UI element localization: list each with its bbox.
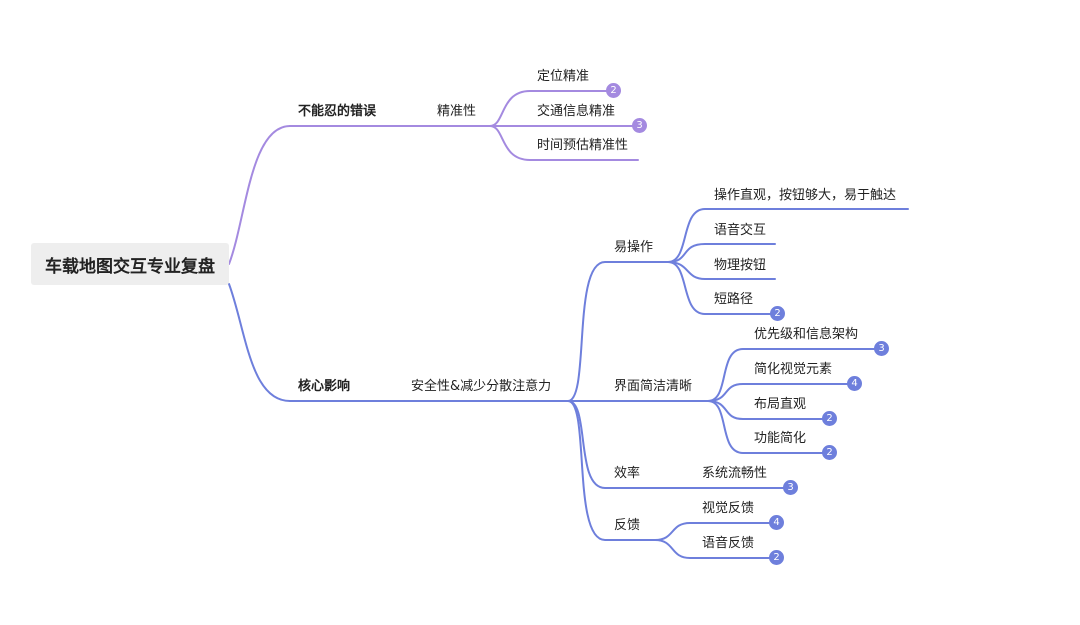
link-precision-item3 (489, 125, 639, 161)
leaf-system-smoothness[interactable]: 系统流畅性 (702, 466, 768, 481)
leaf-short-path[interactable]: 短路径 (714, 292, 754, 307)
leaf-physical-buttons[interactable]: 物理按钮 (714, 258, 767, 273)
link-g1-i1 (667, 208, 909, 263)
subnode-precision[interactable]: 精准性 (437, 104, 477, 119)
count-badge[interactable]: 2 (769, 550, 784, 565)
leaf-traffic-info-precision[interactable]: 交通信息精准 (537, 104, 616, 119)
leaf-voice-interaction[interactable]: 语音交互 (714, 223, 767, 238)
group-easy-operation[interactable]: 易操作 (614, 240, 654, 255)
count-badge[interactable]: 2 (822, 411, 837, 426)
count-badge[interactable]: 2 (770, 306, 785, 321)
branch-node-unacceptable-errors[interactable]: 不能忍的错误 (298, 104, 377, 119)
count-badge[interactable]: 3 (874, 341, 889, 356)
count-badge[interactable]: 3 (783, 480, 798, 495)
branch-node-core-impact[interactable]: 核心影响 (298, 379, 351, 394)
leaf-voice-feedback[interactable]: 语音反馈 (702, 536, 755, 551)
group-clean-interface[interactable]: 界面简洁清晰 (614, 379, 693, 394)
link-root-branch2 (228, 283, 291, 402)
leaf-time-estimate-precision[interactable]: 时间预估精准性 (537, 138, 629, 153)
link-g2-i1 (707, 348, 881, 402)
leaf-simplify-visuals[interactable]: 简化视觉元素 (754, 362, 833, 377)
leaf-visual-feedback[interactable]: 视觉反馈 (702, 501, 755, 516)
leaf-intuitive-layout[interactable]: 布局直观 (754, 397, 807, 412)
count-badge[interactable]: 2 (606, 83, 621, 98)
leaf-intuitive-operation[interactable]: 操作直观，按钮够大，易于触达 (714, 188, 897, 203)
count-badge[interactable]: 4 (847, 376, 862, 391)
link-g4-i1 (654, 522, 777, 541)
link-safety-g1 (567, 261, 669, 402)
link-g2-i4 (707, 400, 829, 454)
leaf-priority-architecture[interactable]: 优先级和信息架构 (754, 327, 859, 342)
group-feedback[interactable]: 反馈 (614, 518, 641, 533)
link-g1-i4 (667, 261, 776, 315)
group-efficiency[interactable]: 效率 (614, 466, 641, 481)
link-root-branch1 (228, 125, 291, 265)
link-g1-i2 (667, 243, 776, 263)
leaf-simplify-functions[interactable]: 功能简化 (754, 431, 807, 446)
count-badge[interactable]: 2 (822, 445, 837, 460)
link-precision-item1 (489, 90, 621, 127)
count-badge[interactable]: 3 (632, 118, 647, 133)
link-g2-i2 (707, 383, 854, 402)
link-safety-g4 (567, 400, 656, 541)
subnode-safety[interactable]: 安全性&减少分散注意力 (411, 379, 552, 394)
root-node[interactable]: 车载地图交互专业复盘 (31, 243, 229, 285)
link-g4-i2 (654, 539, 777, 559)
leaf-positioning-precision[interactable]: 定位精准 (537, 69, 590, 84)
count-badge[interactable]: 4 (769, 515, 784, 530)
